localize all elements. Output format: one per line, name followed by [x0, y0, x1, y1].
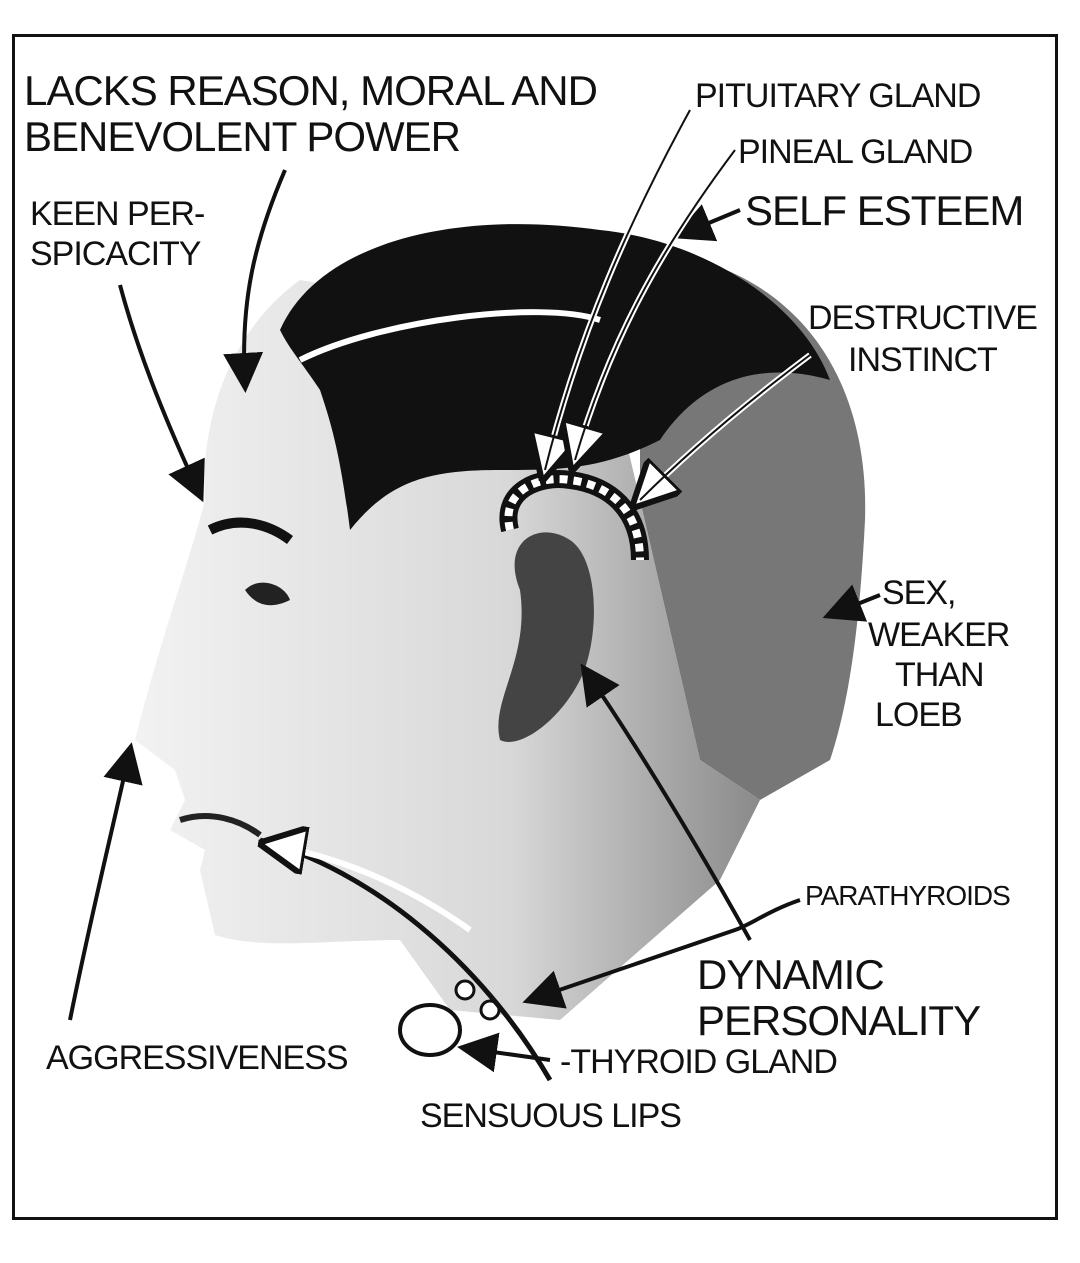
label-keen-line1: KEEN PER- [30, 195, 205, 233]
arrow-sensuous [270, 845, 472, 933]
label-thyroid: -THYROID GLAND [560, 1043, 838, 1081]
arrow-keen [118, 284, 205, 503]
label-sensuous-lips: SENSUOUS LIPS [420, 1097, 682, 1135]
label-sex-line1: SEX, [882, 574, 956, 612]
arrow-aggressiveness [68, 742, 143, 1021]
ear [498, 532, 594, 742]
label-destructive-line2: INSTINCT [848, 341, 998, 379]
hair [280, 224, 830, 530]
arrow-lacks-reason [223, 169, 287, 393]
label-parathyroids: PARATHYROIDS [805, 880, 1011, 911]
label-destructive-line1: DESTRUCTIVE [808, 299, 1038, 337]
label-keen-line2: SPICACITY [30, 235, 201, 273]
label-dynamic-line2: PERSONALITY [697, 997, 981, 1044]
arrow-parathyroids [522, 898, 801, 1009]
label-pituitary: PITUITARY GLAND [695, 77, 981, 115]
label-dynamic-line1: DYNAMIC [697, 951, 885, 998]
label-aggressiveness: AGGRESSIVENESS [46, 1039, 349, 1077]
arrow-sex [822, 584, 881, 622]
label-pineal: PINEAL GLAND [738, 133, 973, 171]
eye [245, 582, 290, 606]
label-sex-line3: THAN [895, 656, 985, 694]
label-sex-line4: LOEB [875, 696, 963, 734]
label-lacks-reason-line1: LACKS REASON, MORAL AND [24, 67, 598, 114]
thyroid-gland [398, 1003, 462, 1057]
arrow-dynamic [580, 663, 752, 941]
label-self-esteem: SELF ESTEEM [745, 187, 1024, 234]
label-lacks-reason-line2: BENEVOLENT POWER [24, 113, 461, 160]
arrow-self-esteem [672, 204, 741, 242]
diagram-frame [12, 34, 1058, 1220]
lips [179, 812, 262, 838]
arrow-thyroid [457, 1032, 551, 1073]
eyebrow [207, 517, 293, 545]
label-sex-line2: WEAKER [868, 616, 1010, 654]
